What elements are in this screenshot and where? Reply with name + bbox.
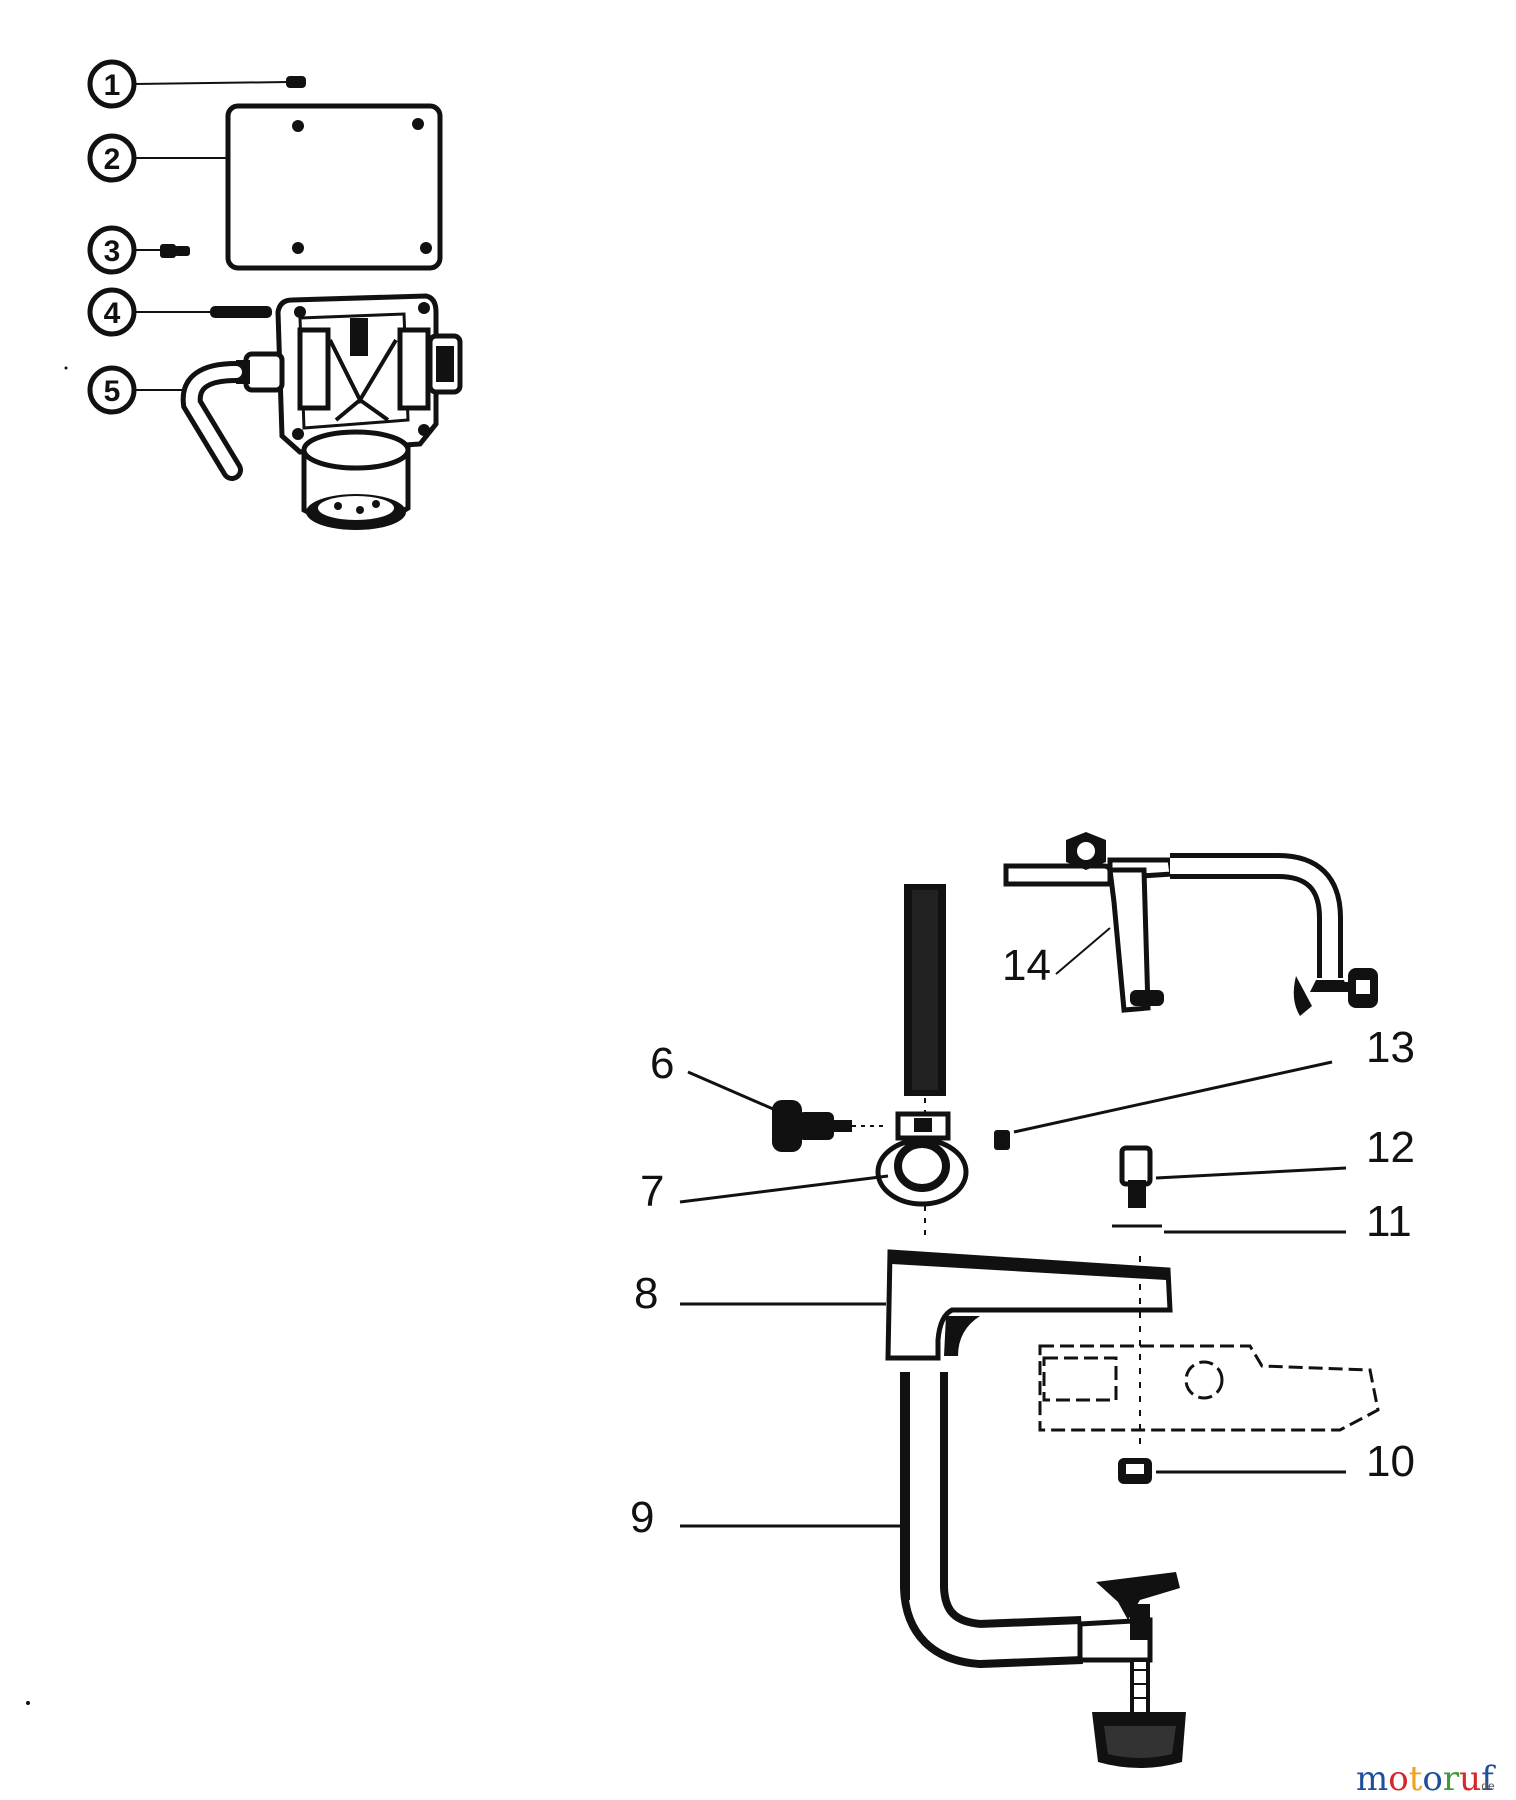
- part-bottom-nut: [1118, 1458, 1152, 1484]
- watermark-letter: u: [1459, 1759, 1481, 1799]
- leader-6: [687, 1070, 781, 1114]
- part-cover-plate: [225, 103, 443, 271]
- part-thumb-screw: [772, 1100, 888, 1152]
- watermark-suffix: .de: [1478, 1779, 1495, 1793]
- watermark-letter: r: [1443, 1759, 1460, 1799]
- svg-text:motoruf: motoruf: [1356, 1759, 1496, 1799]
- part-bolt: [1119, 1145, 1153, 1208]
- callout-8: 8: [634, 1269, 658, 1318]
- watermark-letter: f: [1481, 1759, 1496, 1799]
- part-vertical-rod: [904, 884, 946, 1240]
- part-small-nut: [994, 1130, 1010, 1150]
- part-pin: [286, 76, 306, 88]
- part-arm-bracket: [885, 1249, 1173, 1450]
- svg-text:2: 2: [104, 143, 121, 176]
- callout-13: 13: [1366, 1023, 1415, 1072]
- svg-text:4: 4: [104, 297, 121, 330]
- callout-14: 14: [1002, 941, 1051, 990]
- speck: [64, 366, 68, 370]
- svg-text:5: 5: [104, 375, 121, 408]
- watermark-letter: t: [1409, 1759, 1423, 1799]
- part-long-screw: [210, 306, 272, 318]
- part-drum: [301, 429, 411, 530]
- leader-12: [1155, 1166, 1347, 1180]
- leader-13: [1013, 1060, 1333, 1134]
- speck: [26, 1701, 30, 1705]
- leader-7: [679, 1174, 889, 1204]
- callout-6: 6: [650, 1039, 674, 1088]
- callout-7: 7: [640, 1167, 664, 1216]
- watermark-letter: o: [1422, 1759, 1442, 1799]
- part-clamp: [900, 1372, 1186, 1768]
- svg-text:1: 1: [104, 69, 121, 102]
- callout-12: 12: [1366, 1123, 1415, 1172]
- circled-callout-1: 1: [87, 59, 137, 109]
- watermark-logo: motoruf .de: [1356, 1759, 1496, 1799]
- circled-callout-3: 3: [87, 225, 137, 275]
- leader-1: [134, 81, 289, 85]
- part-collar: [875, 1111, 969, 1207]
- callout-10: 10: [1366, 1437, 1415, 1486]
- circled-callout-4: 4: [87, 287, 137, 337]
- watermark-letter: o: [1388, 1759, 1408, 1799]
- dashed-outline: [1038, 1344, 1380, 1432]
- svg-text:3: 3: [104, 235, 121, 268]
- callout-9: 9: [630, 1493, 654, 1542]
- circled-callout-5: 5: [87, 365, 137, 415]
- part-gearbox-housing: [236, 293, 463, 455]
- part-screw: [160, 244, 190, 258]
- leader-14: [1055, 927, 1111, 975]
- circled-callout-2: 2: [87, 133, 137, 183]
- callout-11: 11: [1366, 1197, 1412, 1246]
- part-handle-bracket: [1003, 832, 1378, 1016]
- watermark-letter: m: [1356, 1759, 1388, 1799]
